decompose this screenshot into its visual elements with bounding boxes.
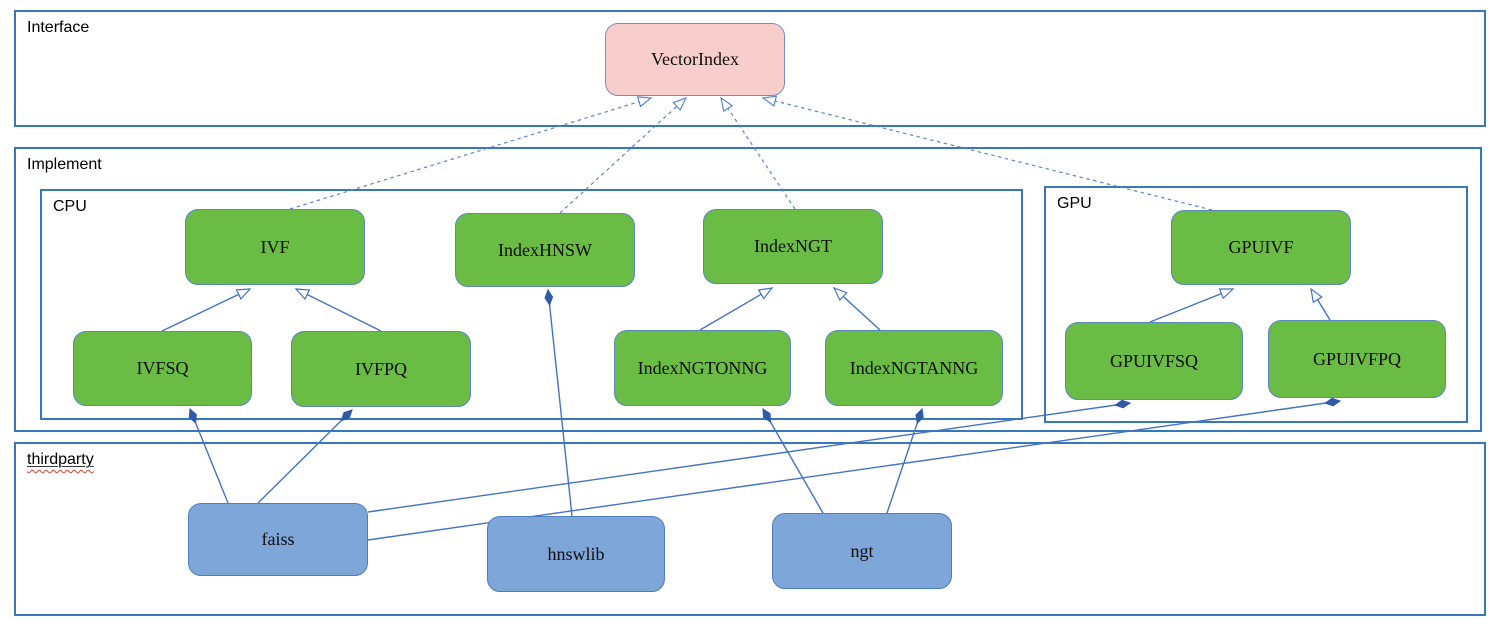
container-interface-label: Interface [27,19,90,36]
node-faiss[interactable]: faiss [188,503,368,576]
node-indexhnsw-label: IndexHNSW [498,239,592,260]
node-hnswlib-label: hnswlib [547,543,605,564]
container-cpu-label: CPU [53,198,87,215]
node-gpuivfpq-label: GPUIVFPQ [1312,348,1402,369]
node-gpuivfsq[interactable]: GPUIVFSQ [1065,322,1243,400]
node-ivfsq[interactable]: IVFSQ [73,331,252,406]
container-thirdparty[interactable]: thirdparty [14,442,1486,616]
container-thirdparty-label-text: thirdparty [27,451,94,468]
node-gpuivfsq-label: GPUIVFSQ [1109,350,1199,371]
node-indexngt-label: IndexNGT [754,236,832,256]
node-indexngt[interactable]: IndexNGT [703,209,883,284]
node-indexngtanng-label: IndexNGTANNG [849,357,979,378]
container-thirdparty-label: thirdparty [27,451,94,469]
container-implement-label: Implement [27,156,102,173]
node-ivf[interactable]: IVF [185,209,365,285]
node-indexngtanng[interactable]: IndexNGTANNG [825,330,1003,406]
node-ngt[interactable]: ngt [772,513,952,589]
container-gpu[interactable]: GPU [1044,186,1468,423]
node-indexngtonng[interactable]: IndexNGTONNG [614,330,791,406]
container-cpu[interactable]: CPU [40,189,1023,420]
node-indexngtonng-label: IndexNGTONNG [637,357,768,378]
node-ivfpq-label: IVFPQ [354,358,407,379]
container-gpu-label: GPU [1057,195,1092,212]
node-ivfsq-label: IVFSQ [136,358,189,378]
node-ngt-label: ngt [850,540,874,561]
node-gpuivf[interactable]: GPUIVF [1171,210,1351,285]
node-ivfpq[interactable]: IVFPQ [291,331,471,407]
node-ivf-label: IVF [260,236,290,257]
node-indexhnsw[interactable]: IndexHNSW [455,213,635,287]
node-vectorindex-label: VectorIndex [651,49,739,69]
node-gpuivf-label: GPUIVF [1228,237,1294,257]
node-vectorindex[interactable]: VectorIndex [605,23,785,96]
node-faiss-label: faiss [261,529,295,549]
container-interface[interactable]: Interface [14,10,1486,127]
container-implement[interactable]: Implement [14,147,1482,432]
node-hnswlib[interactable]: hnswlib [487,516,665,592]
node-gpuivfpq[interactable]: GPUIVFPQ [1268,320,1446,398]
